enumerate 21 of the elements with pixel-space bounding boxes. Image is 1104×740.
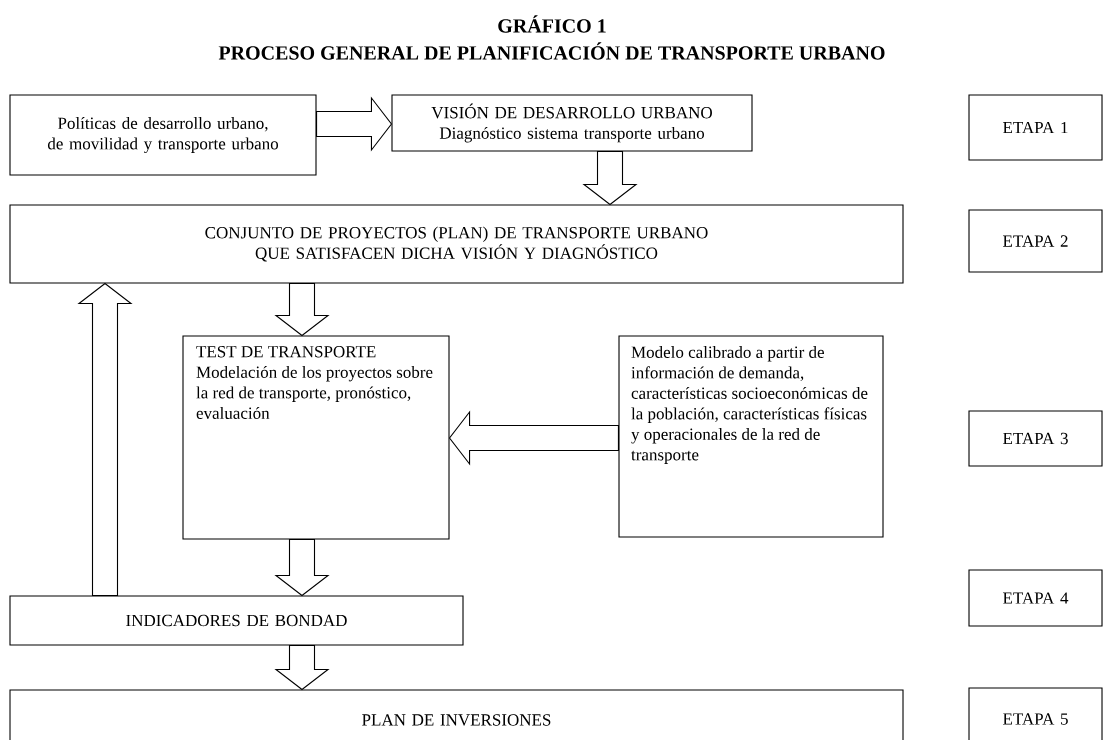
block-arrow [274, 539, 330, 597]
block-arrow [77, 282, 133, 596]
stage-box: ETAPA 4 [968, 569, 1103, 627]
process-box: Modelo calibrado a partir de información de demanda, características socioeconómicas de la población, características físicas y operacionales de la red de transporte [618, 335, 884, 538]
title: PROCESO GENERAL DE PLANIFICACIÓN DE TRANSPORTE URBANO [218, 42, 885, 60]
title-label: GRÁFICO 1 [498, 15, 606, 33]
stage-box: ETAPA 5 [968, 687, 1103, 740]
block-arrow [448, 410, 619, 466]
block-arrow [274, 645, 330, 691]
stage-box: ETAPA 2 [968, 209, 1103, 273]
stage-box: ETAPA 3 [968, 410, 1103, 467]
process-box: Políticas de desarrollo urbano, de movilidad y transporte urbano [9, 94, 317, 176]
process-box: PLAN DE INVERSIONES [9, 689, 904, 740]
stage-box: ETAPA 1 [968, 94, 1103, 161]
block-arrow [274, 283, 330, 337]
process-box: TEST DE TRANSPORTE Modelación de los proyectos sobre la red de transporte, pronóstico, evaluación [182, 335, 450, 540]
block-arrow [316, 96, 393, 152]
process-box: VISIÓN DE DESARROLLO URBANO Diagnóstico sistema transporte urbano [391, 94, 753, 152]
block-arrow [582, 151, 638, 206]
process-box: INDICADORES DE BONDAD [9, 595, 464, 646]
process-box: CONJUNTO DE PROYECTOS (PLAN) DE TRANSPORTE URBANO QUE SATISFACEN DICHA VISIÓN Y DIAGNÓSTICO [9, 204, 904, 284]
